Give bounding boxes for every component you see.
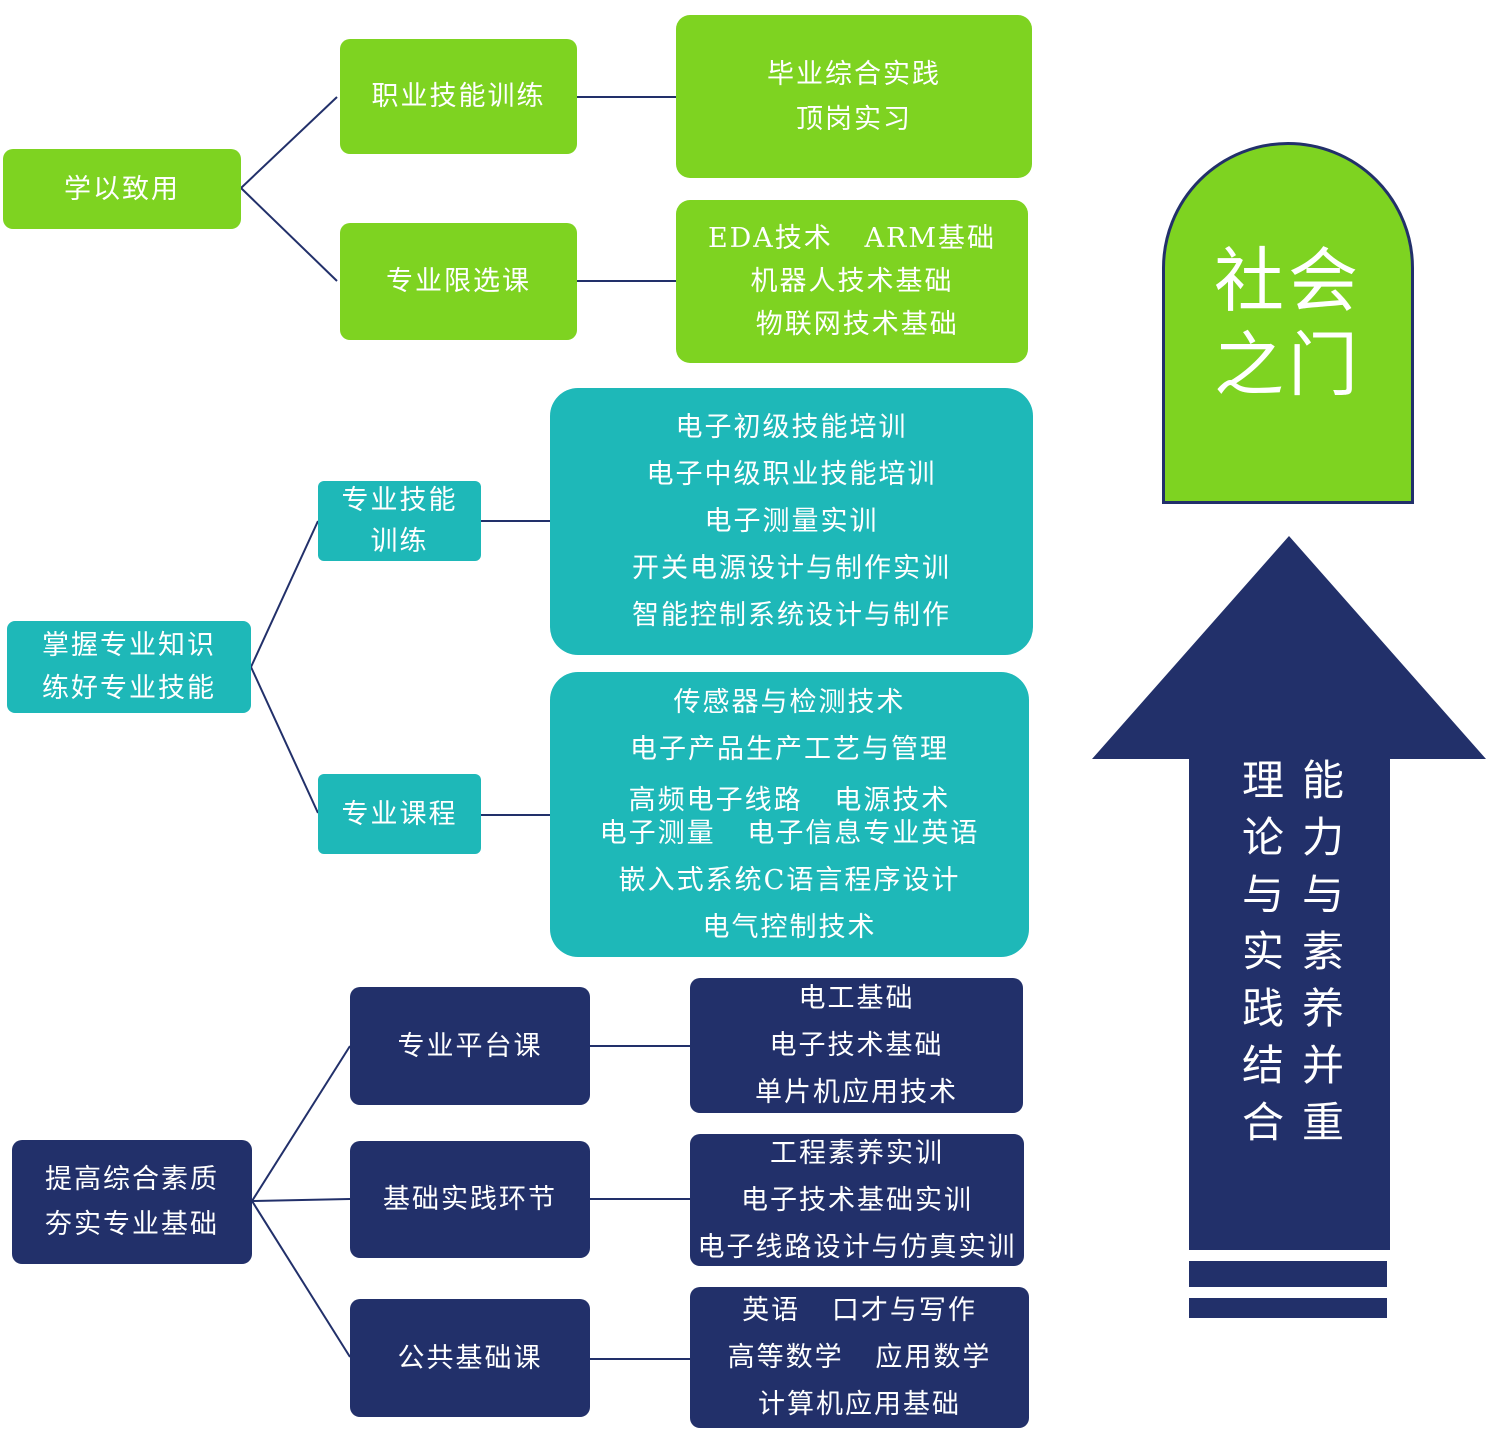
leaf-item: 机器人技术基础 — [750, 266, 954, 297]
leaf-item: 嵌入式系统C语言程序设计 — [618, 864, 961, 896]
branch-node-platform-courses: 专业平台课 — [350, 987, 590, 1105]
branch-node-label: 训练 — [370, 526, 429, 557]
leaf-item: 高等数学 应用数学 — [727, 1342, 992, 1373]
branch-node-professional-skill-training: 专业技能 训练 — [318, 481, 481, 561]
branch-node-public-basic-courses: 公共基础课 — [350, 1299, 590, 1417]
leaf-item: 电气控制技术 — [702, 911, 877, 943]
branch-node-basic-practice: 基础实践环节 — [350, 1141, 590, 1258]
connector-line — [250, 520, 319, 668]
branch-node-label: 基础实践环节 — [383, 1184, 557, 1215]
leaf-node-professional-course-list: 传感器与检测技术 电子产品生产工艺与管理 高频电子线路 电源技术 电子测量 电子… — [550, 672, 1029, 957]
connector-line — [251, 1045, 351, 1202]
root-node-label: 提高综合素质 — [45, 1164, 219, 1195]
branch-node-label: 公共基础课 — [397, 1342, 543, 1374]
leaf-node-elective-courses: EDA技术 ARM基础 机器人技术基础 物联网技术基础 — [676, 200, 1028, 363]
leaf-item: 传感器与检测技术 — [673, 686, 906, 718]
root-node-label: 夯实专业基础 — [45, 1209, 219, 1240]
leaf-item: 单片机应用技术 — [755, 1077, 958, 1108]
leaf-item: 电子中级职业技能培训 — [646, 459, 937, 490]
leaf-item: 电子测量 电子信息专业英语 — [599, 817, 980, 849]
leaf-item: 高频电子线路 电源技术 — [628, 784, 951, 816]
connector-line — [240, 187, 338, 282]
leaf-item: 电子产品生产工艺与管理 — [630, 733, 949, 765]
arrow-tail-bar — [1189, 1298, 1387, 1318]
root-node-improve-quality: 提高综合素质 夯实专业基础 — [12, 1140, 252, 1264]
leaf-item: EDA技术 ARM基础 — [707, 223, 997, 254]
door-label: 之门 — [1214, 324, 1362, 406]
connector-line — [251, 1200, 351, 1358]
leaf-item: 智能控制系统设计与制作 — [632, 600, 951, 631]
leaf-item: 电子技术基础 — [769, 1030, 944, 1061]
branch-node-vocational-skill-training: 职业技能训练 — [340, 39, 577, 154]
connector-line — [240, 96, 338, 189]
leaf-item: 开关电源设计与制作实训 — [632, 553, 951, 584]
arrow-tail-bar — [1189, 1261, 1387, 1287]
branch-node-professional-courses: 专业课程 — [318, 774, 481, 854]
leaf-item: 物联网技术基础 — [745, 309, 959, 340]
leaf-node-practice-list: 工程素养实训 电子技术基础实训 电子线路设计与仿真实训 — [690, 1134, 1024, 1266]
connector-line — [251, 1198, 351, 1202]
connector-line — [250, 666, 319, 814]
leaf-node-graduation-practice: 毕业综合实践 顶岗实习 — [676, 15, 1032, 178]
up-arrow — [1092, 536, 1486, 1250]
branch-node-label: 职业技能训练 — [371, 81, 546, 112]
branch-node-label: 专业技能 — [341, 485, 458, 516]
leaf-item: 电子技术基础实训 — [741, 1184, 973, 1216]
leaf-item: 电子测量实训 — [704, 506, 879, 537]
branch-node-label: 专业课程 — [341, 798, 458, 830]
door-label: 社会 — [1214, 240, 1362, 322]
leaf-item: 工程素养实训 — [770, 1137, 944, 1169]
root-node-apply-learning: 学以致用 — [3, 149, 241, 229]
leaf-node-skill-trainings: 电子初级技能培训 电子中级职业技能培训 电子测量实训 开关电源设计与制作实训 智… — [550, 388, 1033, 655]
root-node-label: 掌握专业知识 — [42, 630, 216, 661]
arrow-text-ability-quality: 能力与素养并重 — [1301, 756, 1344, 1147]
leaf-node-platform-course-list: 电工基础 电子技术基础 单片机应用技术 — [690, 978, 1023, 1113]
root-node-master-knowledge: 掌握专业知识 练好专业技能 — [7, 621, 251, 713]
leaf-node-public-course-list: 英语 口才与写作 高等数学 应用数学 计算机应用基础 — [690, 1287, 1029, 1428]
society-door: 社会 之门 — [1162, 142, 1414, 504]
branch-node-label: 专业限选课 — [386, 266, 531, 297]
leaf-item: 计算机应用基础 — [758, 1389, 961, 1420]
leaf-item: 电子初级技能培训 — [675, 412, 908, 443]
branch-node-label: 专业平台课 — [397, 1030, 543, 1062]
branch-node-restricted-electives: 专业限选课 — [340, 223, 577, 340]
root-node-label: 练好专业技能 — [42, 673, 216, 704]
leaf-item: 电工基础 — [798, 983, 915, 1014]
leaf-item: 毕业综合实践 — [767, 58, 941, 90]
leaf-item: 电子线路设计与仿真实训 — [697, 1231, 1017, 1263]
leaf-item: 英语 口才与写作 — [742, 1295, 977, 1326]
leaf-item: 顶岗实习 — [796, 103, 912, 135]
arrow-text-theory-practice: 理论与实践结合 — [1241, 756, 1284, 1147]
root-node-label: 学以致用 — [64, 173, 180, 205]
